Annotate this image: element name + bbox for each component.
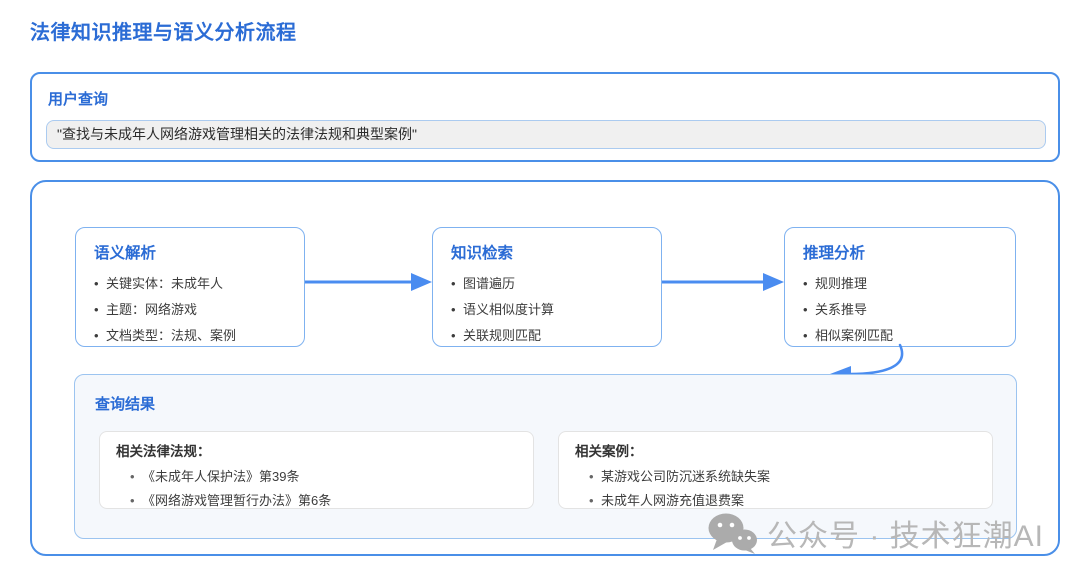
results-panel: 查询结果 相关法律法规： 《未成年人保护法》第39条 《网络游戏管理暂行办法》第… <box>74 374 1017 539</box>
flow-panel: 语义解析 关键实体：未成年人 主题：网络游戏 文档类型：法规、案例 知识检索 图… <box>30 180 1060 556</box>
step-title-reasoning-analysis: 推理分析 <box>803 245 866 262</box>
result-group-cases-heading: 相关案例： <box>575 444 643 459</box>
results-row: 相关法律法规： 《未成年人保护法》第39条 《网络游戏管理暂行办法》第6条 相关… <box>99 431 993 513</box>
step-item: 关联规则匹配 <box>451 323 643 349</box>
result-group-cases: 相关案例： 某游戏公司防沉迷系统缺失案 未成年人网游充值退费案 <box>558 431 993 513</box>
watermark: 公众号 · 技术狂潮AI <box>706 511 1044 555</box>
step-title-semantic-parsing: 语义解析 <box>94 245 157 262</box>
result-group-laws-heading: 相关法律法规： <box>116 444 211 459</box>
step-card-semantic-parsing: 语义解析 关键实体：未成年人 主题：网络游戏 文档类型：法规、案例 <box>75 227 305 349</box>
step-card-reasoning-analysis: 推理分析 规则推理 关系推导 相似案例匹配 <box>784 227 1016 349</box>
result-item: 《网络游戏管理暂行办法》第6条 <box>130 489 517 513</box>
user-query-input[interactable]: "查找与未成年人网络游戏管理相关的法律法规和典型案例" <box>46 120 1046 149</box>
arrow-step1-to-step2 <box>305 273 432 291</box>
step-list-semantic-parsing: 关键实体：未成年人 主题：网络游戏 文档类型：法规、案例 <box>94 271 286 349</box>
result-item: 未成年人网游充值退费案 <box>589 489 976 513</box>
watermark-text: 公众号 · 技术狂潮AI <box>767 520 1045 553</box>
user-query-panel: 用户查询 "查找与未成年人网络游戏管理相关的法律法规和典型案例" <box>30 72 1060 162</box>
user-query-label: 用户查询 <box>48 91 109 108</box>
arrow-step2-to-step3 <box>662 273 784 291</box>
step-list-knowledge-retrieval: 图谱遍历 语义相似度计算 关联规则匹配 <box>451 271 643 349</box>
step-item: 规则推理 <box>803 271 997 297</box>
results-label: 查询结果 <box>95 396 156 413</box>
step-item: 语义相似度计算 <box>451 297 643 323</box>
step-card-knowledge-retrieval: 知识检索 图谱遍历 语义相似度计算 关联规则匹配 <box>432 227 662 349</box>
step-item: 文档类型：法规、案例 <box>94 323 286 349</box>
result-group-laws: 相关法律法规： 《未成年人保护法》第39条 《网络游戏管理暂行办法》第6条 <box>99 431 534 513</box>
result-group-laws-list: 《未成年人保护法》第39条 《网络游戏管理暂行办法》第6条 <box>116 465 517 513</box>
step-list-reasoning-analysis: 规则推理 关系推导 相似案例匹配 <box>803 271 997 349</box>
step-title-knowledge-retrieval: 知识检索 <box>451 245 514 262</box>
result-item: 《未成年人保护法》第39条 <box>130 465 517 489</box>
result-group-cases-list: 某游戏公司防沉迷系统缺失案 未成年人网游充值退费案 <box>575 465 976 513</box>
wechat-icon <box>706 512 758 554</box>
step-item: 关系推导 <box>803 297 997 323</box>
result-item: 某游戏公司防沉迷系统缺失案 <box>589 465 976 489</box>
page-title: 法律知识推理与语义分析流程 <box>30 22 297 44</box>
step-item: 关键实体：未成年人 <box>94 271 286 297</box>
step-item: 主题：网络游戏 <box>94 297 286 323</box>
step-item: 相似案例匹配 <box>803 323 997 349</box>
step-item: 图谱遍历 <box>451 271 643 297</box>
